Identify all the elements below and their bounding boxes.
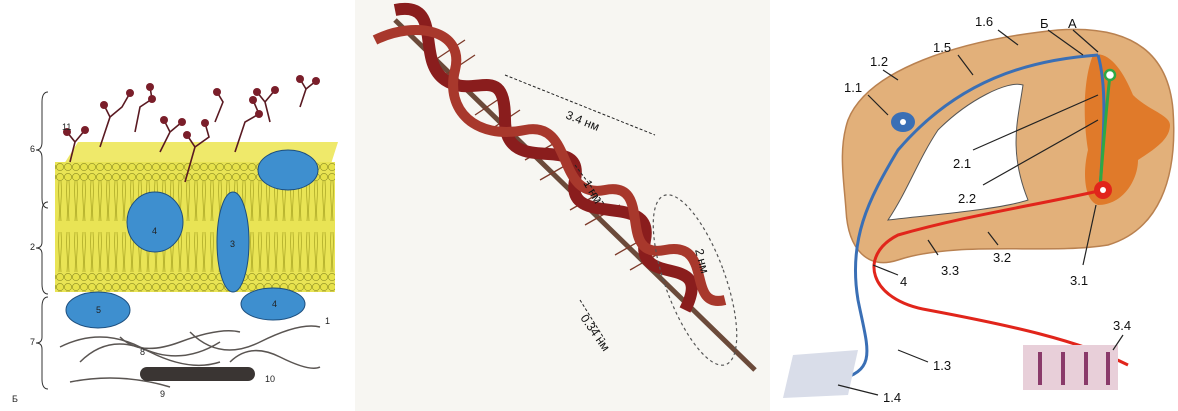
reflex-arc-diagram: 1.6 1.2 1.5 Б А 1.1 2.1 2.2 3.2 3.3 4 3.… xyxy=(778,0,1178,411)
spinal-panel: 1.6 1.2 1.5 Б А 1.1 2.1 2.2 3.2 3.3 4 3.… xyxy=(778,0,1178,411)
label-1-5: 1.5 xyxy=(933,40,951,55)
label-4a: 4 xyxy=(152,226,157,236)
label-10: 10 xyxy=(265,374,275,384)
label-4: 4 xyxy=(900,274,907,289)
microtubule xyxy=(140,367,255,381)
label-1-4: 1.4 xyxy=(883,390,901,405)
label-3-3: 3.3 xyxy=(941,263,959,278)
dna-panel: 3.4 нм 1 нм 0.34 нм 2 нм xyxy=(355,0,770,411)
label-6: 6 xyxy=(30,144,35,154)
label-3-2: 3.2 xyxy=(993,250,1011,265)
label-5: 5 xyxy=(96,305,101,315)
dna-strand-1 xyxy=(395,9,692,310)
label-2-1: 2.1 xyxy=(953,156,971,171)
label-8: 8 xyxy=(140,347,145,357)
label-1-3: 1.3 xyxy=(933,358,951,373)
label-1: 1 xyxy=(325,316,330,326)
label-4b: 4 xyxy=(272,299,277,309)
label-2-2: 2.2 xyxy=(958,191,976,206)
label-1-1: 1.1 xyxy=(844,80,862,95)
effector-muscle xyxy=(1023,345,1118,390)
interneuron-body xyxy=(1105,70,1115,80)
label-3: 3 xyxy=(230,239,235,249)
label-a: А xyxy=(1068,16,1077,31)
label-7: 7 xyxy=(30,337,35,347)
membrane-diagram: 11 6 2 7 4 3 5 4 8 9 10 1 Б xyxy=(0,62,345,411)
dna-strand-2 xyxy=(375,30,725,301)
bp-label: 0.34 нм xyxy=(578,312,613,354)
dna-diagram: 3.4 нм 1 нм 0.34 нм 2 нм xyxy=(355,0,770,411)
label-3-1: 3.1 xyxy=(1070,273,1088,288)
label-2: 2 xyxy=(30,242,35,252)
label-11: 11 xyxy=(62,122,71,132)
label-b: Б xyxy=(1040,16,1049,31)
label-1-6: 1.6 xyxy=(975,14,993,29)
glycocalyx-beads xyxy=(63,75,320,139)
label-9: 9 xyxy=(160,389,165,399)
label-b: Б xyxy=(12,394,18,404)
label-1-2: 1.2 xyxy=(870,54,888,69)
label-3-4: 3.4 xyxy=(1113,318,1131,333)
membrane-panel: 11 6 2 7 4 3 5 4 8 9 10 1 Б xyxy=(0,62,345,411)
receptor-skin xyxy=(783,350,858,398)
layer-brackets xyxy=(36,92,48,389)
